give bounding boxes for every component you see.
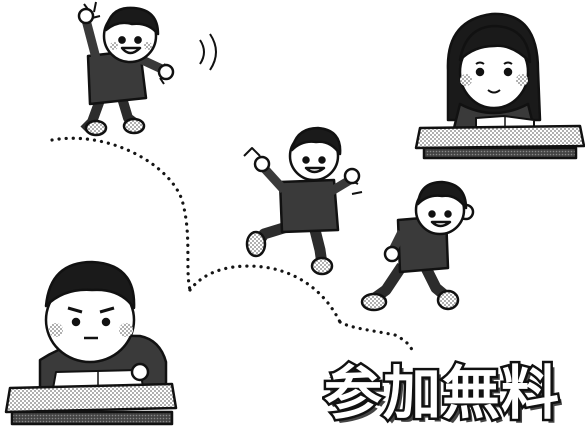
badge-text-shadow: 参加無料	[328, 363, 564, 427]
running-boy-icon	[243, 126, 363, 276]
dotted-jump-trail	[50, 136, 414, 352]
badge-text: 参加無料	[324, 359, 560, 427]
running-boy-icon	[360, 180, 475, 312]
jumping-boy-icon	[77, 1, 217, 137]
free-participation-badge: 参加無料 参加無料	[322, 357, 564, 427]
reading-girl-icon	[414, 12, 585, 160]
studying-boy-icon	[4, 260, 178, 426]
